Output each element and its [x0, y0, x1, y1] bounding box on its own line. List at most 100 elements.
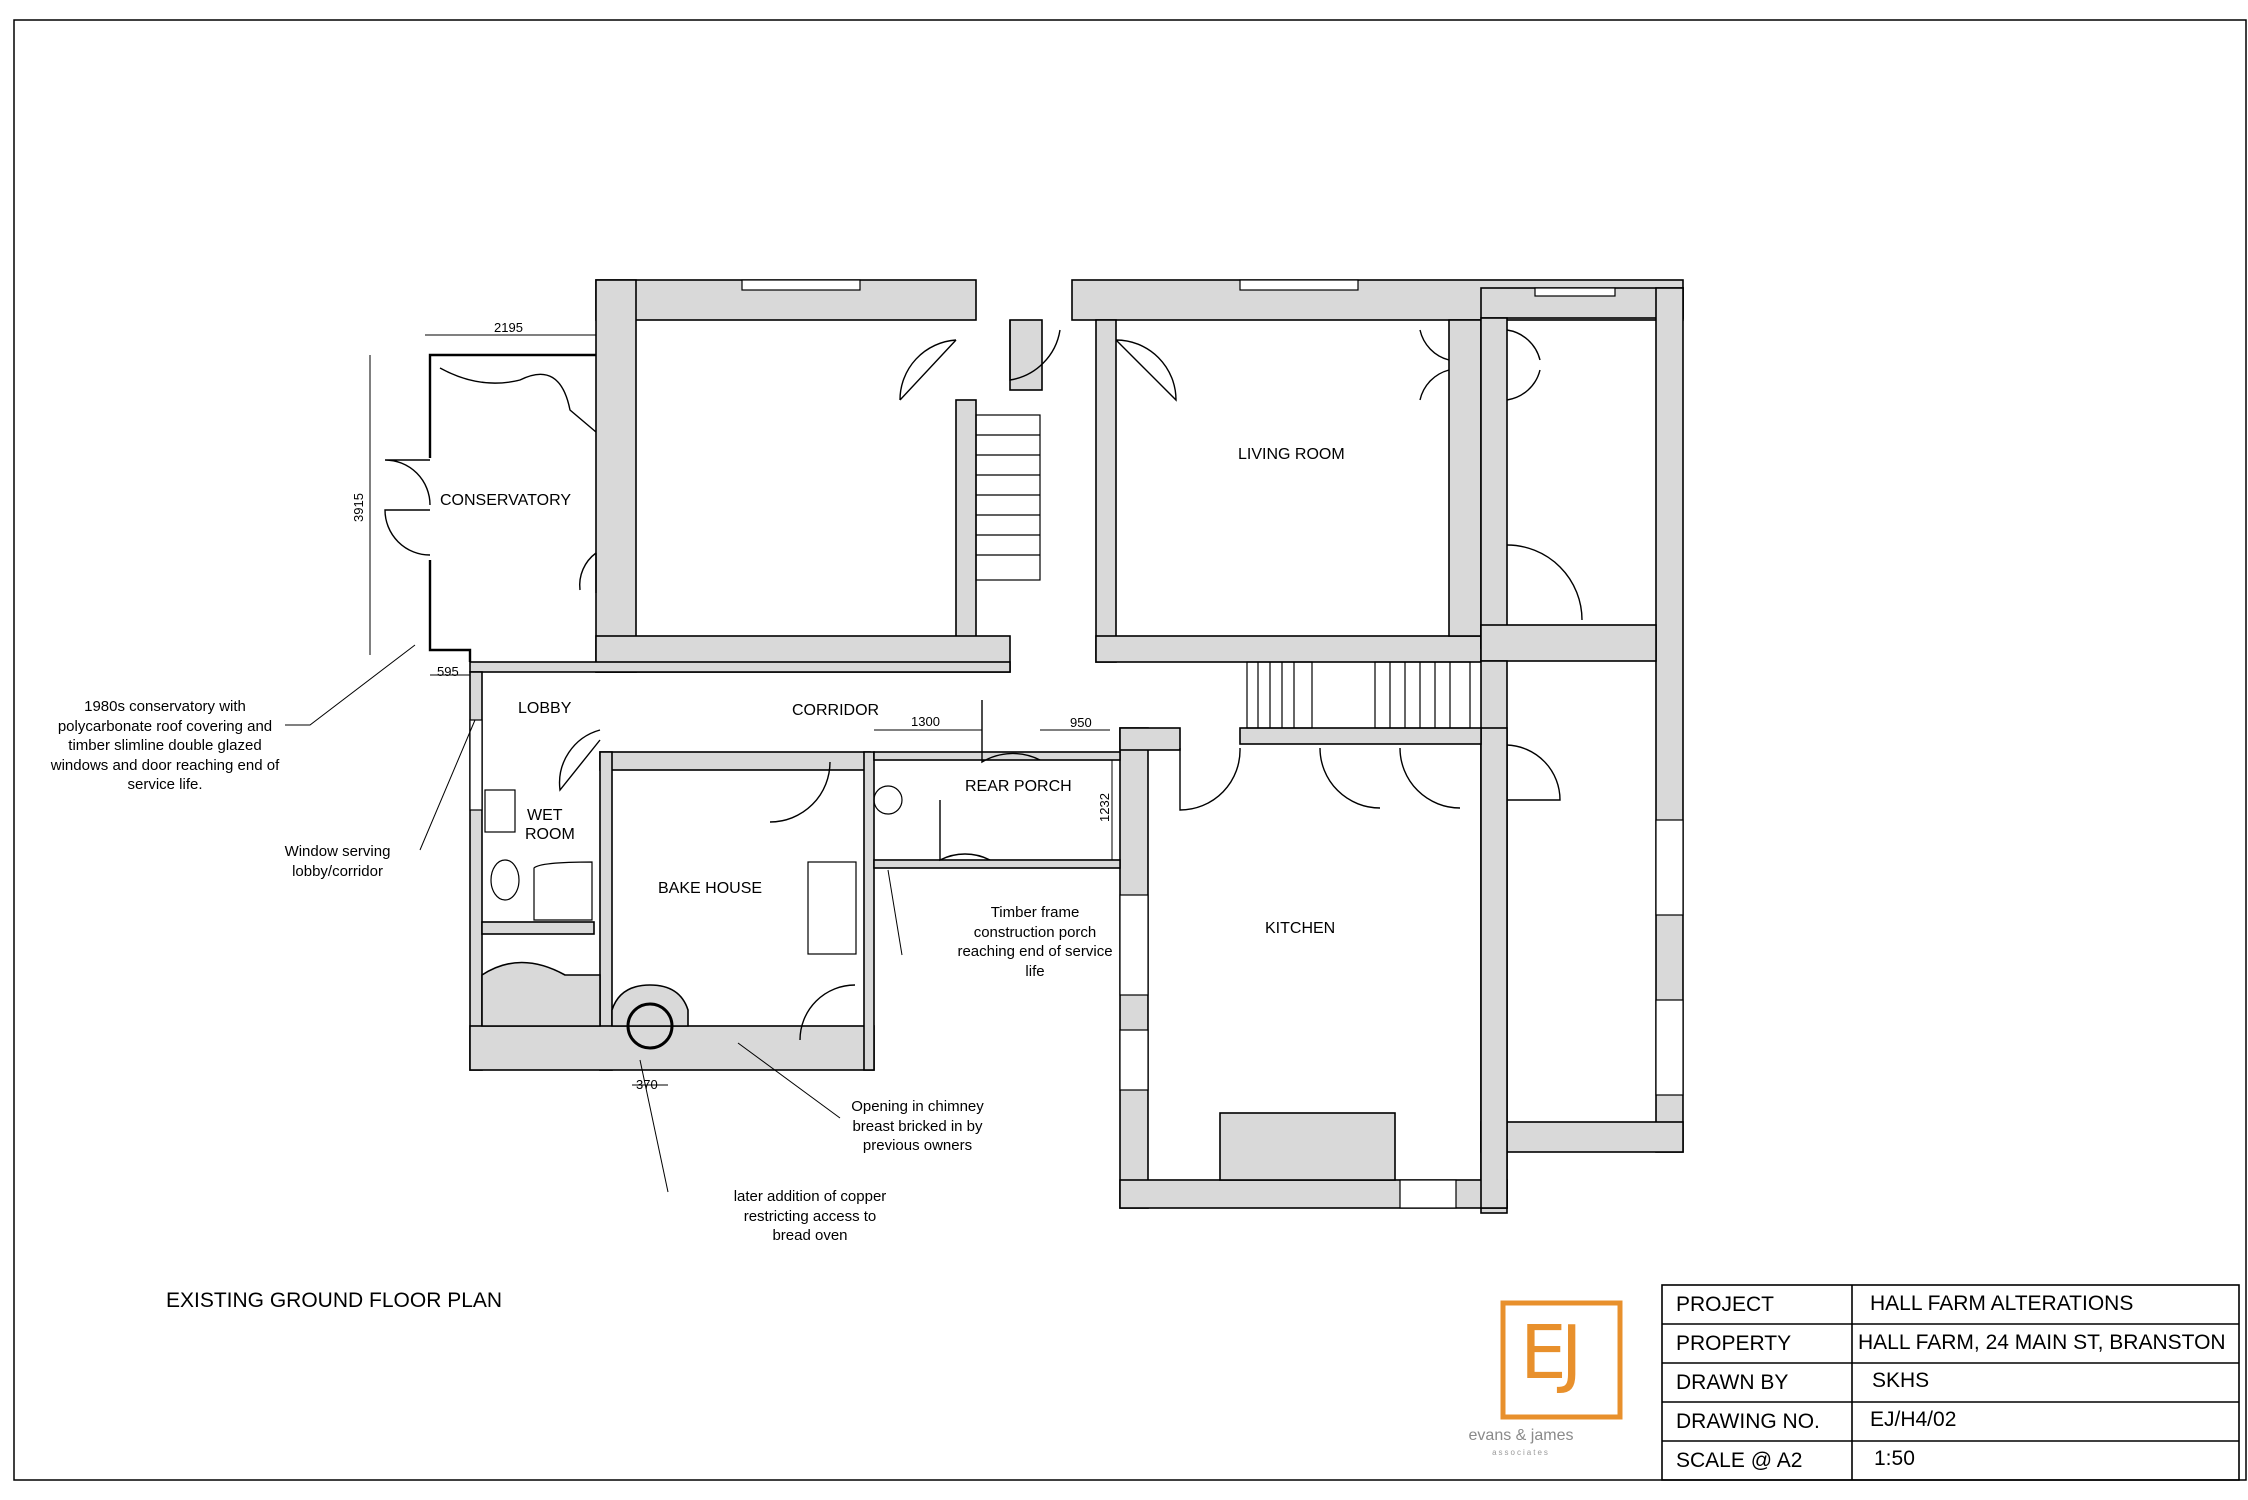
tb-value-project: HALL FARM ALTERATIONS: [1870, 1292, 2134, 1315]
dim-1300: 1300: [911, 714, 940, 729]
wall-right-top: [1480, 287, 1684, 319]
dim-2195: 2195: [494, 320, 523, 335]
door-right-top-2: [1506, 329, 1541, 401]
wall-bake-right: [863, 751, 875, 1071]
wetroom-basin: [484, 789, 516, 833]
bake-house-copper: [807, 861, 857, 955]
logo-name: evans & james: [1468, 1427, 1574, 1444]
stairs: [975, 414, 1471, 729]
window-living-room: [1239, 279, 1359, 291]
conservatory-walls: [428, 353, 596, 662]
room-kitchen: KITCHEN: [1265, 920, 1336, 937]
wall-kitchen-stair-base: [1239, 727, 1482, 745]
note-conservatory: 1980s conservatory with polycarbonate ro…: [50, 698, 280, 793]
door-right-block-2: [1506, 744, 1561, 801]
note-window: Window serving lobby/corridor: [284, 843, 391, 880]
stair-main: [975, 414, 1041, 581]
bread-oven: [626, 1002, 674, 1050]
wall-lobby-top: [469, 661, 1011, 673]
fittings: [484, 785, 903, 1050]
door-porch: [981, 700, 1041, 764]
tb-label-drawing-no: DRAWING NO.: [1676, 1410, 1820, 1433]
room-wet-room-2: ROOM: [525, 826, 575, 843]
door-conservatory-inner: [579, 552, 597, 593]
window-left-room: [741, 279, 861, 291]
wall-left-outer: [595, 279, 637, 673]
wall-living-bottom: [1095, 635, 1482, 663]
dim-3915: 3915: [350, 493, 366, 522]
logo-frame: [1500, 1300, 1623, 1420]
conservatory: [428, 353, 597, 662]
wetroom-shower: [533, 861, 593, 921]
sheet-border: [13, 19, 2247, 1481]
window-lobby: [469, 719, 483, 811]
porch-wc: [873, 785, 903, 815]
room-bake-house: BAKE HOUSE: [658, 880, 763, 897]
room-wet-room-1: WET: [527, 807, 563, 824]
stair-kitchen-2: [1374, 661, 1471, 729]
window-right-side-1: [1655, 819, 1684, 916]
door-corridor: [769, 761, 831, 823]
plan-title: EXISTING GROUND FLOOR PLAN: [166, 1289, 503, 1312]
doors: [384, 320, 1583, 1041]
wall-living-right: [1448, 319, 1482, 637]
tb-value-drawn-by: SKHS: [1872, 1369, 1930, 1392]
door-front: [1009, 320, 1061, 381]
room-lobby: LOBBY: [518, 700, 572, 717]
tb-label-drawn-by: DRAWN BY: [1676, 1371, 1789, 1394]
room-conservatory: CONSERVATORY: [440, 492, 571, 509]
door-bake-house: [799, 984, 856, 1041]
window-right-block: [1534, 287, 1616, 297]
note-copper: later addition of copper restricting acc…: [733, 1188, 887, 1244]
wall-bake-left: [599, 751, 613, 1071]
tb-value-drawing-no: EJ/H4/02: [1870, 1408, 1957, 1431]
wall-kitchen-chimney: [1219, 1112, 1396, 1181]
wetroom-wc: [490, 859, 520, 901]
dim-370: 370: [636, 1077, 658, 1092]
door-kitchen-3: [1399, 747, 1461, 809]
wall-kitchen-inner-right: [1480, 727, 1508, 1209]
tb-value-scale: 1:50: [1874, 1447, 1915, 1470]
logo-mark: EJ: [1520, 1310, 1583, 1396]
door-porch-inner: [939, 800, 991, 862]
leader-conservatory: [285, 644, 416, 726]
logo-sub: associates: [1492, 1448, 1550, 1457]
wall-porch-bottom: [873, 859, 1121, 869]
leader-chimney: [737, 1042, 841, 1119]
walls: [469, 279, 1684, 1214]
window-kitchen-left-2: [1119, 1029, 1149, 1091]
tb-value-property: HALL FARM, 24 MAIN ST, BRANSTON: [1858, 1331, 2226, 1354]
dim-950: 950: [1070, 715, 1092, 730]
wall-living-left: [1095, 319, 1117, 663]
door-conservatory: [384, 459, 431, 556]
tb-label-property: PROPERTY: [1676, 1332, 1792, 1355]
door-kitchen: [1179, 747, 1241, 811]
note-chimney: Opening in chimney breast bricked in by …: [851, 1098, 984, 1154]
wall-left-room-right: [955, 399, 977, 641]
room-living-room: LIVING ROOM: [1238, 446, 1345, 463]
leader-porch: [887, 869, 903, 956]
wall-right-bottom: [1480, 1121, 1684, 1153]
stair-kitchen-1: [1246, 661, 1313, 729]
room-rear-porch: REAR PORCH: [965, 778, 1072, 795]
door-living: [1115, 339, 1177, 402]
dimension-lines: [369, 334, 1113, 1086]
wall-right-inner: [1480, 317, 1508, 649]
window-kitchen-left-1: [1119, 894, 1149, 996]
wall-right-mid-upper: [1480, 624, 1657, 662]
windows: [469, 279, 1684, 1209]
wetroom-chimney-wall: [481, 961, 601, 1027]
conservatory-sofa: [439, 367, 597, 433]
door-left-room: [899, 339, 957, 401]
window-right-side-2: [1655, 999, 1684, 1096]
wall-wetroom-bottom: [481, 921, 595, 935]
tb-label-project: PROJECT: [1676, 1293, 1775, 1316]
tb-label-scale: SCALE @ A2: [1676, 1449, 1803, 1472]
wall-kitchen-top: [1119, 727, 1181, 751]
window-kitchen-bottom: [1399, 1179, 1457, 1209]
leader-lines: [285, 644, 903, 1193]
door-right-top-1: [1419, 329, 1450, 401]
door-right-block: [1506, 544, 1583, 621]
leader-copper: [639, 1059, 669, 1193]
